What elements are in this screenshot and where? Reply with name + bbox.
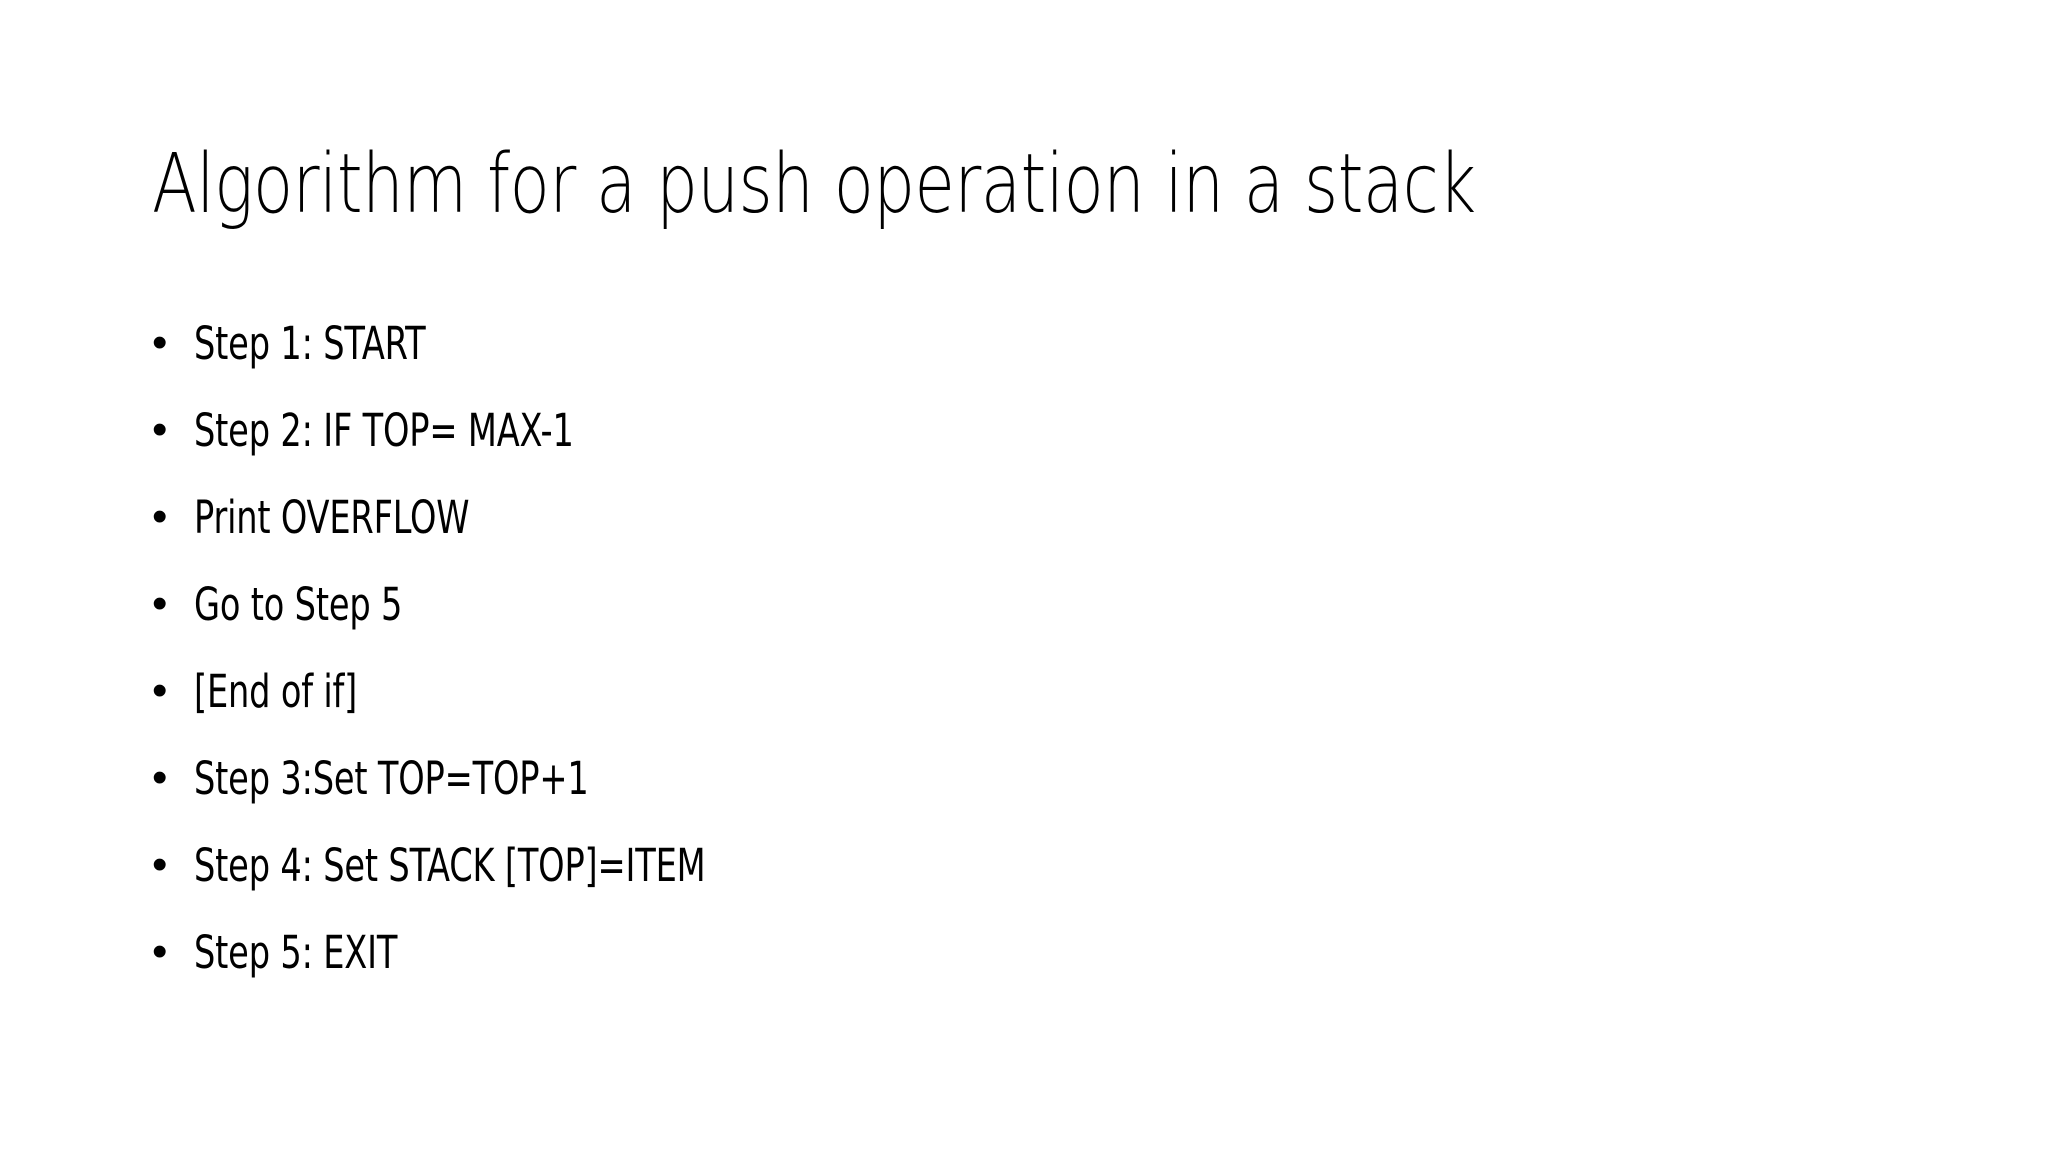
bullet-dot-icon: • [152, 840, 168, 889]
list-item-text: Go to Step 5 [194, 578, 403, 631]
bullet-dot-icon: • [152, 318, 168, 367]
list-item[interactable]: • Step 3:Set TOP=TOP+1 [152, 735, 1852, 822]
bullet-dot-icon: • [152, 927, 168, 976]
list-item[interactable]: • Go to Step 5 [152, 561, 1852, 648]
slide-title: Algorithm for a push operation in a stac… [152, 136, 1476, 232]
list-item-text: Step 3:Set TOP=TOP+1 [194, 752, 589, 805]
list-item-text: Step 1: START [194, 317, 426, 370]
bullet-dot-icon: • [152, 492, 168, 541]
list-item-text: Step 4: Set STACK [TOP]=ITEM [194, 839, 706, 892]
list-item-text: [End of if] [194, 665, 358, 718]
list-item[interactable]: • Step 2: IF TOP= MAX-1 [152, 387, 1852, 474]
list-item-text: Step 2: IF TOP= MAX-1 [194, 404, 574, 457]
bullet-dot-icon: • [152, 405, 168, 454]
list-item[interactable]: • Step 4: Set STACK [TOP]=ITEM [152, 822, 1852, 909]
bullet-dot-icon: • [152, 753, 168, 802]
list-item[interactable]: • Print OVERFLOW [152, 474, 1852, 561]
bullet-dot-icon: • [152, 579, 168, 628]
list-item[interactable]: • [End of if] [152, 648, 1852, 735]
bullet-dot-icon: • [152, 666, 168, 715]
list-item[interactable]: • Step 5: EXIT [152, 909, 1852, 996]
list-item[interactable]: • Step 1: START [152, 300, 1852, 387]
bullet-list: • Step 1: START • Step 2: IF TOP= MAX-1 … [152, 300, 1852, 996]
list-item-text: Print OVERFLOW [194, 491, 470, 544]
list-item-text: Step 5: EXIT [194, 926, 398, 979]
